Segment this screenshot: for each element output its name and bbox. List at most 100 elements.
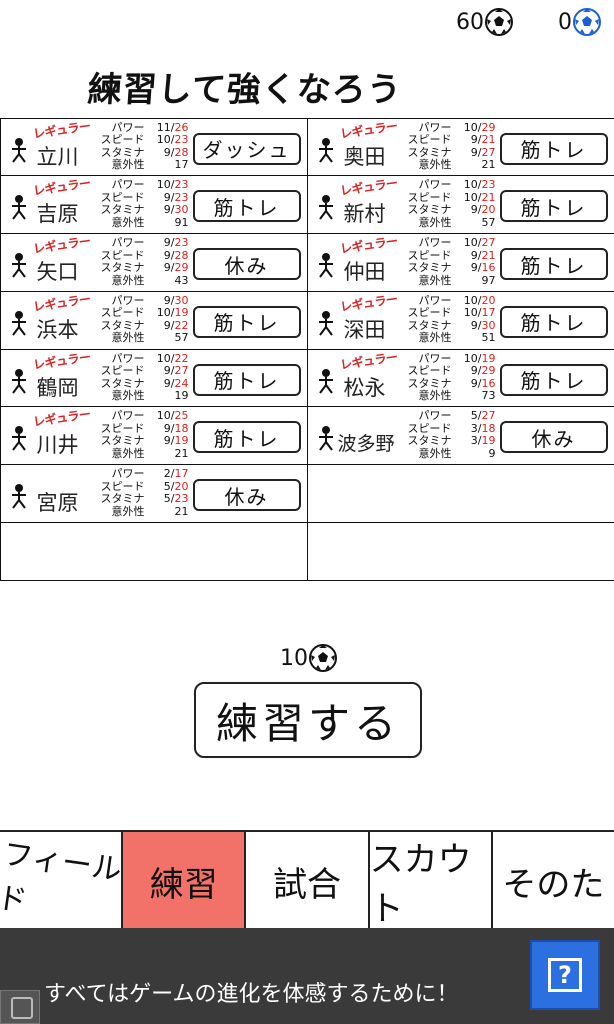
regular-tag: レギュラー — [338, 349, 398, 372]
training-task-button[interactable]: ダッシュ — [192, 132, 301, 165]
tab-match[interactable]: 試合 — [246, 832, 370, 930]
training-task-button[interactable]: 休み — [192, 479, 301, 511]
stat-value: 9/29 — [163, 261, 189, 274]
tab-other-label: そのた — [502, 864, 605, 905]
stat-label: スタミナ — [100, 492, 145, 505]
stat-label: パワー — [111, 120, 145, 134]
training-task-button[interactable]: 筋トレ — [192, 190, 301, 223]
stat-label: スタミナ — [407, 434, 452, 448]
stat-label: 意外性 — [111, 158, 145, 171]
stat-label: スタミナ — [407, 376, 452, 390]
stat-value: 10/27 — [463, 236, 496, 249]
training-task-button[interactable]: 筋トレ — [192, 305, 301, 338]
player-figure-icon — [9, 252, 29, 278]
stat-label: スタミナ — [100, 318, 145, 332]
tab-practice[interactable]: 練習 — [123, 832, 247, 930]
stat-value: 10/29 — [463, 120, 496, 134]
stat-value: 9/19 — [163, 434, 189, 448]
ad-close-icon[interactable] — [0, 990, 40, 1024]
training-task-button[interactable]: 休み — [192, 248, 301, 280]
stat-value: 10/23 — [156, 133, 189, 146]
training-task-button[interactable]: 筋トレ — [499, 132, 608, 165]
stat-value: 21 — [174, 504, 189, 518]
soccer-ball-icon — [484, 7, 514, 37]
stat-label: スピード — [407, 133, 452, 146]
stat-label: スピード — [100, 248, 145, 262]
stat-value: 9/23 — [163, 236, 189, 249]
player-figure-icon — [9, 310, 29, 336]
stat-label: 意外性 — [111, 446, 145, 460]
page-title: 練習して強くなろう — [86, 70, 404, 110]
stat-label: スピード — [407, 421, 452, 435]
stat-value: 9/23 — [163, 190, 189, 204]
stat-value: 10/23 — [156, 178, 189, 192]
tab-practice-label: 練習 — [149, 864, 218, 905]
ad-banner[interactable]: すべてはゲームの進化を体感するために！ — [0, 928, 614, 1024]
stat-value: 57 — [481, 215, 496, 229]
stat-label: パワー — [418, 293, 452, 307]
stat-label: 意外性 — [111, 215, 145, 229]
training-task-button[interactable]: 筋トレ — [499, 305, 608, 338]
stat-value: 9/22 — [163, 318, 189, 332]
training-task-button[interactable]: 筋トレ — [192, 363, 301, 396]
player-figure-icon — [9, 425, 29, 451]
practice-cost-value: 10 — [280, 645, 308, 671]
stat-value: 9/21 — [470, 248, 496, 262]
stat-value: 9/16 — [470, 376, 496, 390]
training-task-button[interactable]: 筋トレ — [499, 248, 608, 280]
stat-label: スピード — [407, 364, 452, 377]
ad-info-icon[interactable]: ? — [530, 940, 600, 1010]
stat-label: 意外性 — [418, 446, 452, 460]
regular-tag: レギュラー — [338, 176, 398, 199]
regular-tag: レギュラー — [31, 291, 91, 314]
stat-value: 9/28 — [163, 145, 189, 159]
bottom-tab-bar: フィールド 練習 試合 スカウト そのた — [0, 830, 614, 930]
training-task-button[interactable]: 筋トレ — [192, 421, 301, 454]
stat-row-surprise: 意外性 9 — [404, 446, 496, 461]
practice-button[interactable]: 練習する — [194, 682, 422, 758]
stat-label: 意外性 — [418, 389, 452, 402]
training-task-button[interactable]: 休み — [499, 421, 608, 454]
training-task-button[interactable]: 筋トレ — [499, 363, 608, 396]
stat-value: 9/21 — [470, 133, 496, 146]
tab-scout[interactable]: スカウト — [369, 832, 493, 930]
stat-value: 51 — [481, 331, 496, 345]
regular-tag: レギュラー — [338, 291, 398, 314]
tab-other[interactable]: そのた — [492, 832, 614, 930]
stat-value: 9 — [488, 446, 496, 460]
player-figure-icon — [316, 252, 336, 278]
stat-label: スタミナ — [100, 145, 145, 159]
training-task-button[interactable]: 筋トレ — [499, 190, 608, 223]
ad-text: すべてはゲームの進化を体感するために！ — [44, 982, 459, 1007]
stat-label: パワー — [418, 409, 452, 423]
tab-field[interactable]: フィールド — [0, 832, 124, 930]
stat-row-stamina: スタミナ 9/16 — [404, 376, 496, 391]
stat-label: スピード — [100, 364, 145, 377]
stat-value: 21 — [481, 158, 496, 171]
stat-value: 2/17 — [163, 467, 189, 480]
practice-cost: 10 — [280, 642, 338, 674]
